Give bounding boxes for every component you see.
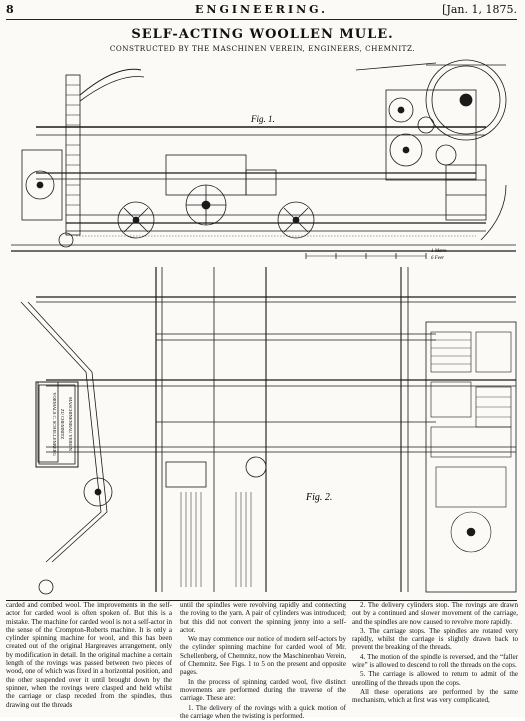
text-column-2: until the spindles were revolving rapidl… (180, 601, 346, 721)
paragraph: carded and combed wool. The improvements… (6, 601, 173, 709)
paragraph: 1. The delivery of the rovings with a qu… (180, 703, 346, 720)
paragraph: 2. The delivery cylinders stop. The rovi… (352, 601, 518, 626)
figure-1-label: Fig. 1. (250, 114, 275, 124)
figure-bottom-rule (6, 600, 517, 601)
paragraph: 3. The carriage stops. The spindles are … (352, 626, 518, 652)
page-number: 8 (6, 3, 14, 16)
paragraph: In the process of spinning carded wool, … (180, 677, 346, 703)
plate-line-2: ZU CHEMNITZ (60, 409, 65, 440)
plate-line-3: VORMALS C. SCHELLENBERG (52, 392, 57, 456)
page-header: 8 ENGINEERING. [Jan. 1, 1875. (6, 3, 517, 19)
scale-feet: 6 Feet (431, 256, 444, 261)
figure-1-side-elevation: Fig. 1. 1 Metre 6 Feet (11, 59, 516, 261)
text-column-1: carded and combed wool. The improvements… (6, 601, 172, 710)
paragraph: We may commence our notice of modern sel… (180, 635, 346, 677)
header-rule (6, 19, 517, 20)
paragraph: 4. The motion of the spindle is reversed… (352, 652, 518, 670)
article-subtitle: CONSTRUCTED BY THE MASCHINEN VEREIN, ENG… (109, 44, 416, 53)
paragraph: until the spindles were revolving rapidl… (180, 601, 346, 634)
paragraph: 5. The carriage is allowed to return to … (352, 670, 518, 687)
plate-line-1: MASCHINENBAU VEREIN (68, 397, 73, 452)
journal-title: ENGINEERING. (195, 3, 328, 16)
paragraph: All these operations are performed by th… (352, 687, 518, 705)
text-column-3: 2. The delivery cylinders stop. The rovi… (352, 601, 518, 706)
issue-date: [Jan. 1, 1875. (442, 3, 517, 16)
scale-metres: 1 Metre (431, 249, 447, 254)
figure-2-label: Fig. 2. (305, 492, 332, 503)
figure-2-plan-view: MASCHINENBAU VEREIN ZU CHEMNITZ VORMALS … (20, 267, 517, 595)
article-title: SELF-ACTING WOOLLEN MULE. (131, 27, 394, 42)
